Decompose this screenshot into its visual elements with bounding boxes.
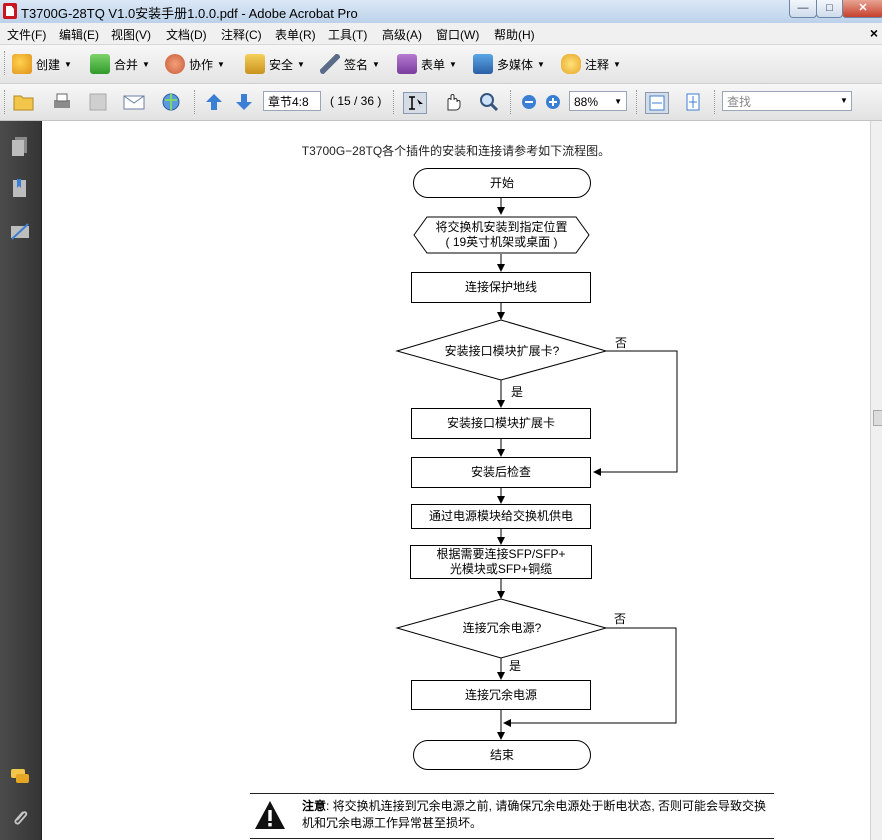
menu-view[interactable]: 视图(V) bbox=[111, 28, 151, 42]
flow-decision1-text: 安装接口模块扩展卡? bbox=[444, 343, 560, 358]
warning-body: : 将交换机连接到冗余电源之前, 请确保冗余电源处于断电状态, 否则可能会导致交… bbox=[302, 799, 767, 830]
navigation-toolbar: 章节4:8 ( 15 / 36 ) 88% ▼ 查找 ▼ bbox=[0, 84, 882, 121]
zoom-tool-icon[interactable] bbox=[478, 92, 500, 112]
search-dropdown-icon[interactable]: ▼ bbox=[840, 96, 848, 105]
warning-icon bbox=[255, 801, 285, 829]
scrollbar-thumb[interactable] bbox=[873, 410, 882, 426]
menu-document[interactable]: 文档(D) bbox=[166, 28, 207, 42]
multimedia-icon bbox=[473, 54, 493, 74]
flow-decision2-text: 连接冗余电源? bbox=[462, 620, 542, 635]
warning-note: 注意: 将交换机连接到冗余电源之前, 请确保冗余电源处于断电状态, 否则可能会导… bbox=[250, 793, 774, 839]
acrobat-app-icon bbox=[3, 3, 17, 19]
toolbar-grip bbox=[636, 90, 640, 114]
decision1-diamond-shape bbox=[395, 319, 608, 381]
step1-hexagon-shape bbox=[413, 216, 590, 254]
document-page: T3700G−28TQ各个插件的安装和连接请参考如下流程图。 开始 将交换机安装 bbox=[42, 121, 870, 840]
flow-step1-text: 将交换机安装到指定位置 ( 19英寸机架或桌面 ) bbox=[435, 220, 568, 249]
maximize-button[interactable]: □ bbox=[816, 0, 843, 18]
decision1-no-label: 否 bbox=[615, 336, 628, 350]
page-number-field[interactable]: 章节4:8 bbox=[263, 91, 321, 111]
combine-icon bbox=[90, 54, 110, 74]
save-icon[interactable] bbox=[87, 92, 109, 112]
previous-page-icon[interactable] bbox=[203, 92, 225, 112]
decision2-diamond-shape bbox=[395, 598, 608, 659]
decision1-yes-label: 是 bbox=[511, 385, 524, 399]
globe-icon[interactable] bbox=[160, 92, 182, 112]
forms-button[interactable]: 表单▼ bbox=[397, 53, 457, 75]
close-window-button[interactable]: ✕ bbox=[842, 0, 882, 18]
menu-help[interactable]: 帮助(H) bbox=[494, 28, 535, 42]
page-count: ( 15 / 36 ) bbox=[330, 94, 382, 108]
comment-icon bbox=[561, 54, 581, 74]
collaborate-button[interactable]: 协作▼ bbox=[165, 53, 225, 75]
pen-icon bbox=[320, 54, 340, 74]
connector-q2-no bbox=[503, 627, 677, 727]
zoom-level-field[interactable]: 88% ▼ bbox=[569, 91, 627, 111]
flow-start-node: 开始 bbox=[413, 168, 591, 198]
navigation-pane bbox=[0, 121, 42, 840]
create-button[interactable]: 创建▼ bbox=[12, 53, 72, 75]
flowchart-connectors bbox=[395, 197, 678, 740]
menu-forms[interactable]: 表单(R) bbox=[275, 28, 316, 42]
search-field[interactable]: 查找 bbox=[722, 91, 852, 111]
decision2-yes-label: 是 bbox=[509, 659, 522, 673]
tasks-toolbar: 创建▼ 合并▼ 协作▼ 安全▼ 签名▼ 表单▼ 多媒体▼ 注释▼ bbox=[0, 45, 882, 84]
connector-q1-no bbox=[593, 350, 678, 476]
toolbar-grip bbox=[393, 90, 397, 114]
flow-step5-node: 通过电源模块给交换机供电 bbox=[411, 504, 591, 529]
multimedia-button[interactable]: 多媒体▼ bbox=[473, 53, 545, 75]
minimize-button[interactable]: — bbox=[789, 0, 817, 18]
sign-button[interactable]: 签名▼ bbox=[320, 53, 380, 75]
toolbar-grip bbox=[194, 90, 198, 114]
comments-icon[interactable] bbox=[9, 766, 31, 788]
pages-icon[interactable] bbox=[9, 135, 31, 157]
comment-button[interactable]: 注释▼ bbox=[561, 53, 621, 75]
toolbar-grip bbox=[4, 90, 8, 114]
select-text-icon[interactable] bbox=[403, 92, 427, 114]
hand-tool-icon[interactable] bbox=[442, 92, 464, 112]
forms-icon bbox=[397, 54, 417, 74]
flow-step3-node: 安装接口模块扩展卡 bbox=[411, 408, 591, 439]
menu-comments[interactable]: 注释(C) bbox=[221, 28, 262, 42]
title-bar: T3700G-28TQ V1.0安装手册1.0.0.pdf - Adobe Ac… bbox=[0, 0, 882, 24]
combine-button[interactable]: 合并▼ bbox=[90, 53, 150, 75]
menu-tools[interactable]: 工具(T) bbox=[328, 28, 368, 42]
chevron-down-icon[interactable]: ▼ bbox=[614, 97, 622, 106]
fit-page-icon[interactable] bbox=[682, 92, 704, 112]
flow-step2-node: 连接保护地线 bbox=[411, 272, 591, 303]
menu-window[interactable]: 窗口(W) bbox=[436, 28, 480, 42]
menu-bar: 文件(F) 编辑(E) 视图(V) 文档(D) 注释(C) 表单(R) 工具(T… bbox=[0, 23, 882, 45]
close-document-icon[interactable]: × bbox=[869, 25, 878, 41]
email-icon[interactable] bbox=[123, 92, 145, 112]
decision2-no-label: 否 bbox=[614, 612, 627, 626]
menu-edit[interactable]: 编辑(E) bbox=[59, 28, 99, 42]
toolbar-grip bbox=[4, 51, 8, 75]
signatures-icon[interactable] bbox=[9, 221, 31, 243]
toolbar-grip bbox=[510, 90, 514, 114]
lock-icon bbox=[245, 54, 265, 74]
flow-end-node: 结束 bbox=[413, 740, 591, 770]
flow-step4-node: 安装后检查 bbox=[411, 457, 591, 488]
bookmarks-icon[interactable] bbox=[9, 177, 31, 199]
zoom-out-icon[interactable] bbox=[518, 92, 540, 112]
warning-label: 注意 bbox=[302, 799, 327, 813]
flow-step7-node: 连接冗余电源 bbox=[411, 680, 591, 710]
toolbar-grip bbox=[714, 90, 718, 114]
fit-width-icon[interactable] bbox=[645, 92, 669, 114]
print-icon[interactable] bbox=[51, 92, 73, 112]
attachments-icon[interactable] bbox=[9, 807, 31, 829]
collaborate-icon bbox=[165, 54, 185, 74]
zoom-in-icon[interactable] bbox=[542, 92, 564, 112]
next-page-icon[interactable] bbox=[233, 92, 255, 112]
window-title: T3700G-28TQ V1.0安装手册1.0.0.pdf - Adobe Ac… bbox=[21, 6, 358, 21]
create-icon bbox=[12, 54, 32, 74]
flowchart-caption: T3700G−28TQ各个插件的安装和连接请参考如下流程图。 bbox=[301, 144, 611, 158]
menu-file[interactable]: 文件(F) bbox=[7, 28, 47, 42]
open-folder-icon[interactable] bbox=[13, 92, 35, 112]
secure-button[interactable]: 安全▼ bbox=[245, 53, 305, 75]
flow-step6-node: 根据需要连接SFP/SFP+ 光模块或SFP+铜缆 bbox=[410, 545, 592, 579]
warning-text: 注意: 将交换机连接到冗余电源之前, 请确保冗余电源处于断电状态, 否则可能会导… bbox=[302, 798, 772, 832]
menu-advanced[interactable]: 高级(A) bbox=[382, 28, 422, 42]
vertical-scrollbar[interactable] bbox=[870, 121, 882, 840]
